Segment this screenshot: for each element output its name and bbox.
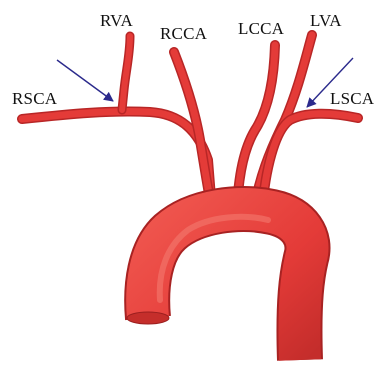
right-vertebral-artery: [122, 36, 130, 110]
label-lcca: LCCA: [238, 20, 284, 37]
label-rcca: RCCA: [160, 25, 207, 42]
arrow-to-rva-origin: [57, 60, 113, 101]
label-rva: RVA: [100, 12, 133, 29]
vessels: [22, 35, 358, 212]
label-lva: LVA: [310, 12, 342, 29]
right-subclavian-artery: [22, 111, 212, 210]
aortic-arch: [127, 209, 308, 360]
label-lsca: LSCA: [330, 90, 374, 107]
label-rsca: RSCA: [12, 90, 57, 107]
